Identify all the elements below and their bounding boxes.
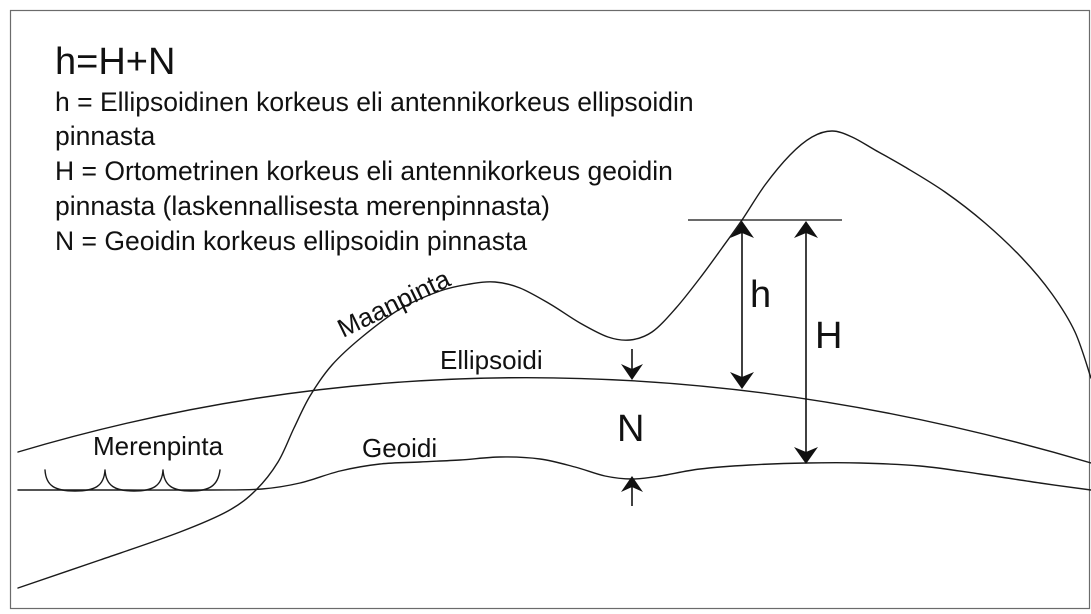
h-dimension-arrow (730, 221, 754, 389)
H-arrowhead-down-icon (794, 447, 818, 464)
label-ellipsoidi: Ellipsoidi (440, 345, 543, 375)
N-dimension-arrows (621, 349, 643, 506)
H-arrowhead-up-icon (794, 221, 818, 238)
label-geoidi: Geoidi (362, 433, 437, 463)
legend-line-h: h = Ellipsoidinen korkeus eli antennikor… (55, 87, 694, 117)
legend-line-h-cont: pinnasta (55, 121, 155, 151)
diagram-frame (9, 9, 1091, 610)
H-dimension-arrow (794, 221, 818, 464)
ellipsoid-curve (17, 377, 1091, 464)
geoid-curve (17, 456, 1091, 491)
label-N: N (617, 408, 644, 450)
legend-line-H-cont: pinnasta (laskennallisesta merenpinnasta… (55, 191, 550, 221)
label-H: H (815, 315, 842, 357)
formula-title: h=H+N (55, 41, 175, 83)
sea-surface-waves (44, 469, 221, 492)
h-arrowhead-down-icon (730, 372, 754, 389)
label-h: h (750, 274, 771, 316)
label-merenpinta: Merenpinta (93, 431, 224, 461)
legend-line-H: H = Ortometrinen korkeus eli antennikork… (55, 156, 673, 186)
N-arrowhead-down-icon (621, 364, 643, 380)
N-arrowhead-up-icon (621, 476, 643, 492)
ground-surface-curve (17, 130, 1091, 589)
legend-line-N: N = Geoidin korkeus ellipsoidin pinnasta (55, 226, 527, 256)
h-arrowhead-up-icon (730, 221, 754, 238)
label-maanpinta: Maanpinta (332, 263, 455, 343)
